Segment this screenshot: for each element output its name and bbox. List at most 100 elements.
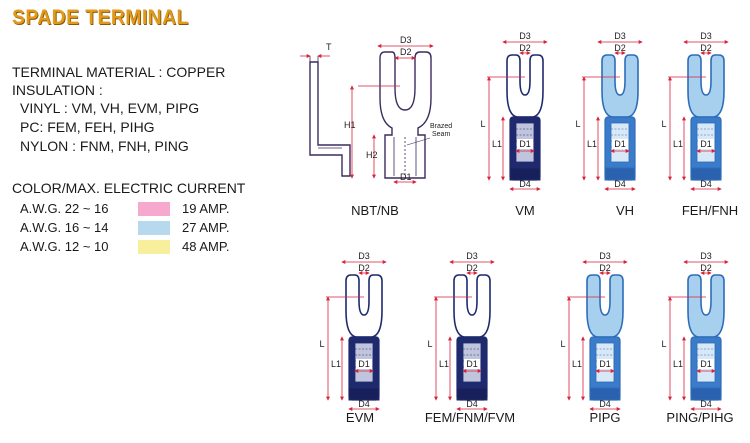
dim-d1-label: D1 bbox=[700, 139, 712, 149]
amp-value: 19 AMP. bbox=[182, 201, 230, 216]
caption-feh: FEH/FNH bbox=[681, 203, 739, 218]
sleeve-collar bbox=[604, 167, 636, 181]
nbt-h1-label: H1 bbox=[344, 120, 356, 130]
color-swatch bbox=[138, 240, 170, 254]
caption-vm: VM bbox=[515, 203, 535, 218]
dim-l-label: L bbox=[575, 119, 580, 129]
dim-d1-label: D1 bbox=[599, 359, 611, 369]
dim-l-label: L bbox=[661, 119, 666, 129]
nbt-side-view bbox=[309, 61, 351, 177]
dim-l1-label: L1 bbox=[492, 139, 502, 149]
sleeve-collar bbox=[456, 387, 488, 401]
sleeve-collar bbox=[690, 167, 722, 181]
d1-label-bg bbox=[597, 359, 613, 369]
d1-label-bg bbox=[517, 139, 533, 149]
dim-d4-label: D4 bbox=[614, 179, 626, 189]
d1-label-bg bbox=[612, 139, 628, 149]
nbt-d2-label: D2 bbox=[400, 47, 412, 57]
amp-value: 48 AMP. bbox=[182, 239, 230, 254]
nbt-d1-label: D1 bbox=[400, 172, 412, 182]
color-swatch bbox=[138, 202, 170, 216]
awg-range: A.W.G. 22 ~ 16 bbox=[20, 201, 109, 216]
dim-l1-label: L1 bbox=[673, 359, 683, 369]
dim-l-label: L bbox=[661, 339, 666, 349]
brazed-label: Brazed bbox=[430, 123, 452, 130]
nbt-h2-label: H2 bbox=[366, 150, 378, 160]
dim-d4-label: D4 bbox=[700, 399, 712, 409]
dim-d3-label: D3 bbox=[614, 31, 626, 41]
dim-l1-label: L1 bbox=[587, 139, 597, 149]
insulation-heading: INSULATION : bbox=[12, 82, 103, 98]
spade-tongue bbox=[453, 274, 491, 338]
dim-d1-label: D1 bbox=[614, 139, 626, 149]
dim-d2-label: D2 bbox=[700, 263, 712, 273]
dim-d2-label: D2 bbox=[614, 43, 626, 53]
dim-d2-label: D2 bbox=[700, 43, 712, 53]
caption-pipg: PIPG bbox=[589, 410, 621, 425]
spade-tongue bbox=[506, 54, 544, 118]
caption-ping: PING/PIHG bbox=[666, 410, 734, 425]
dim-l1-label: L1 bbox=[572, 359, 582, 369]
dim-l1-label: L1 bbox=[673, 139, 683, 149]
sleeve-collar bbox=[348, 387, 380, 401]
awg-range: A.W.G. 16 ~ 14 bbox=[20, 220, 109, 235]
spade-tongue bbox=[601, 54, 639, 118]
dim-l1-label: L1 bbox=[331, 359, 341, 369]
color-swatch bbox=[138, 221, 170, 235]
dim-d3-label: D3 bbox=[519, 31, 531, 41]
dim-l1-label: L1 bbox=[439, 359, 449, 369]
dim-d3-label: D3 bbox=[700, 31, 712, 41]
dim-l-label: L bbox=[560, 339, 565, 349]
dim-d4-label: D4 bbox=[466, 399, 478, 409]
dim-d4-label: D4 bbox=[519, 179, 531, 189]
terminal-material-text: TERMINAL MATERIAL : COPPER bbox=[12, 64, 226, 80]
dim-d2-label: D2 bbox=[358, 263, 370, 273]
nbt-front-view bbox=[379, 51, 432, 179]
dim-l-label: L bbox=[427, 339, 432, 349]
d1-label-bg bbox=[698, 139, 714, 149]
dim-d2-label: D2 bbox=[599, 263, 611, 273]
nylon-text: NYLON : FNM, FNH, PING bbox=[20, 138, 189, 154]
dim-d2-label: D2 bbox=[519, 43, 531, 53]
spade-tongue bbox=[345, 274, 383, 338]
dim-d4-label: D4 bbox=[358, 399, 370, 409]
nbt-d3-label: D3 bbox=[400, 35, 412, 45]
dim-d1-label: D1 bbox=[466, 359, 478, 369]
d1-label-bg bbox=[464, 359, 480, 369]
dim-t-label: T bbox=[326, 42, 332, 52]
dim-d2-label: D2 bbox=[466, 263, 478, 273]
dim-d1-label: D1 bbox=[700, 359, 712, 369]
sleeve-collar bbox=[589, 387, 621, 401]
dim-d3-label: D3 bbox=[466, 251, 478, 261]
page-title: SPADE TERMINAL bbox=[12, 6, 189, 29]
dim-d3-label: D3 bbox=[599, 251, 611, 261]
color-current-heading: COLOR/MAX. ELECTRIC CURRENT bbox=[12, 180, 246, 196]
dim-l-label: L bbox=[480, 119, 485, 129]
caption-vh: VH bbox=[615, 203, 635, 218]
awg-range: A.W.G. 12 ~ 10 bbox=[20, 239, 109, 254]
pc-text: PC: FEM, FEH, PIHG bbox=[20, 119, 155, 135]
dim-d4-label: D4 bbox=[700, 179, 712, 189]
caption-fem: FEM/FNM/FVM bbox=[424, 410, 516, 425]
dim-d1-label: D1 bbox=[358, 359, 370, 369]
d1-label-bg bbox=[356, 359, 372, 369]
d1-label-bg bbox=[698, 359, 714, 369]
dim-d1-label: D1 bbox=[519, 139, 531, 149]
seam-label: Seam bbox=[432, 131, 450, 138]
spade-tongue bbox=[687, 54, 725, 118]
sleeve-collar bbox=[509, 167, 541, 181]
dim-d3-label: D3 bbox=[358, 251, 370, 261]
spade-tongue bbox=[687, 274, 725, 338]
caption-evm: EVM bbox=[345, 410, 375, 425]
dim-l-label: L bbox=[319, 339, 324, 349]
dim-d4-label: D4 bbox=[599, 399, 611, 409]
amp-value: 27 AMP. bbox=[182, 220, 230, 235]
